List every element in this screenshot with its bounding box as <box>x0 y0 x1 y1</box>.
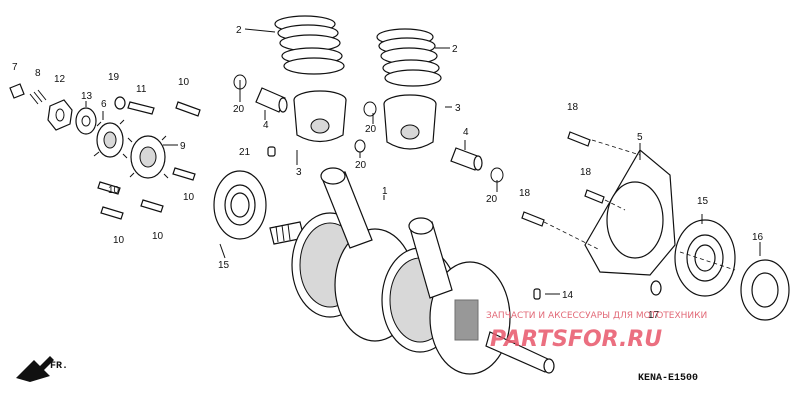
callout-11: 11 <box>136 84 147 95</box>
watermark-text: ЗАПЧАСТИ И АКСЕССУАРЫ ДЛЯ МОТОТЕХНИКИ <box>486 311 707 321</box>
callout-2a: 2 <box>236 25 242 36</box>
gear-small[interactable] <box>93 119 128 159</box>
callout-labels: 1 2 2 3 3 4 4 5 6 7 8 9 10 10 10 10 10 1… <box>12 25 764 321</box>
callout-6: 6 <box>101 99 107 110</box>
watermark: ЗАПЧАСТИ И АКСЕССУАРЫ ДЛЯ МОТОТЕХНИКИ PA… <box>486 311 707 352</box>
callout-4a: 4 <box>263 120 269 131</box>
callout-17: 17 <box>648 310 660 321</box>
assembly-lines <box>543 139 736 271</box>
spring[interactable] <box>29 89 47 105</box>
piston-pin-right[interactable] <box>450 147 483 171</box>
bearing-right[interactable] <box>674 219 736 297</box>
bolts-18[interactable] <box>521 131 605 227</box>
bolt-11[interactable] <box>127 101 155 115</box>
callout-10e: 10 <box>152 231 164 242</box>
callout-18b: 18 <box>580 167 592 178</box>
callout-18a: 18 <box>567 102 579 113</box>
crankshaft[interactable] <box>269 167 555 375</box>
callout-8: 8 <box>35 68 41 79</box>
front-marker: FR. <box>16 356 68 382</box>
bearing-left[interactable] <box>213 170 267 240</box>
callout-1: 1 <box>382 186 388 197</box>
oil-seal[interactable] <box>740 259 790 321</box>
piston-right[interactable] <box>383 94 437 150</box>
callout-3a: 3 <box>296 167 302 178</box>
piston-pin-left[interactable] <box>255 87 288 113</box>
callout-13: 13 <box>81 91 93 102</box>
callout-10c: 10 <box>183 192 195 203</box>
piston-left[interactable] <box>293 90 347 143</box>
gear-large[interactable] <box>127 135 169 179</box>
callout-12: 12 <box>54 74 66 85</box>
callout-9: 9 <box>180 141 186 152</box>
callout-2b: 2 <box>452 44 458 55</box>
callout-3b: 3 <box>455 103 461 114</box>
front-marker-label: FR. <box>50 361 68 372</box>
callout-10a: 10 <box>178 77 190 88</box>
nut[interactable] <box>47 99 73 131</box>
callout-20a: 20 <box>233 104 245 115</box>
callout-18c: 18 <box>519 188 531 199</box>
pin-17[interactable] <box>650 280 662 296</box>
callout-10b: 10 <box>108 185 120 196</box>
callout-15a: 15 <box>218 260 230 271</box>
callout-7: 7 <box>12 62 18 73</box>
callout-19: 19 <box>108 72 120 83</box>
callout-20b: 20 <box>365 124 377 135</box>
bolts-10[interactable] <box>97 101 201 220</box>
diagram-code: KENA-E1500 <box>638 373 698 384</box>
watermark-logo: PARTSFOR.RU <box>490 327 662 352</box>
leader-lines <box>85 28 761 295</box>
callout-21: 21 <box>239 147 251 158</box>
callout-10d: 10 <box>113 235 125 246</box>
pin-14[interactable] <box>533 288 541 300</box>
dowel-pin[interactable] <box>267 146 276 157</box>
bearing-holder[interactable] <box>584 149 676 276</box>
callout-14: 14 <box>562 290 574 301</box>
callout-15b: 15 <box>697 196 709 207</box>
piston-rings-right[interactable] <box>376 28 442 87</box>
callout-4b: 4 <box>463 127 469 138</box>
washer-hole <box>81 115 91 127</box>
callout-16: 16 <box>752 232 764 243</box>
callout-5: 5 <box>637 132 643 143</box>
bolt-7[interactable] <box>9 83 25 99</box>
callout-20c: 20 <box>355 160 367 171</box>
callout-20d: 20 <box>486 194 498 205</box>
washer[interactable] <box>75 107 97 135</box>
washer-19[interactable] <box>114 96 126 110</box>
piston-rings-left[interactable] <box>274 15 345 75</box>
